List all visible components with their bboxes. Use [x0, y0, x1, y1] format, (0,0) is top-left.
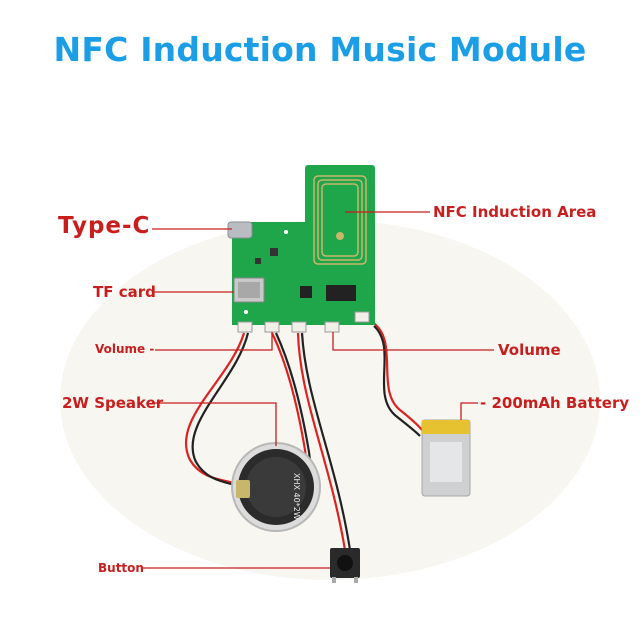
label-speaker: 2W Speaker [62, 394, 164, 412]
button-wire-black [300, 332, 352, 551]
connector-1 [237, 321, 253, 333]
push-button [330, 548, 360, 583]
leader-volume [332, 332, 494, 351]
leader-battery [460, 402, 478, 420]
type-c-port [227, 221, 253, 239]
leader-speaker [152, 402, 277, 446]
connector-2 [264, 321, 280, 333]
speaker: XHX 40*2W [231, 442, 321, 532]
main-pcb [227, 221, 375, 333]
main-chip [326, 285, 356, 301]
nfc-center-pad [336, 232, 344, 240]
button-wire-red [296, 332, 347, 551]
battery [421, 419, 471, 497]
label-volume: Volume [498, 341, 561, 359]
leader-lines [142, 211, 494, 569]
nfc-board [305, 165, 375, 275]
connector-3 [291, 321, 307, 333]
label-volume-minus: Volume - [95, 342, 155, 356]
leader-volume-minus [155, 332, 273, 351]
label-tf-card: TF card [93, 283, 156, 301]
label-type-c: Type-C [58, 213, 151, 239]
connector-5 [354, 311, 370, 323]
connector-4 [324, 321, 340, 333]
label-nfc-area: NFC Induction Area [433, 203, 597, 221]
battery-wire-black [373, 325, 421, 437]
speaker-wire-red [184, 332, 246, 489]
speaker-marking: XHX 40*2W [292, 473, 301, 520]
label-battery: - 200mAh Battery [480, 394, 630, 412]
battery-wire-red [371, 321, 423, 431]
small-chip [300, 286, 312, 298]
label-button: Button [98, 561, 144, 575]
page-title: NFC Induction Music Module [53, 30, 587, 69]
